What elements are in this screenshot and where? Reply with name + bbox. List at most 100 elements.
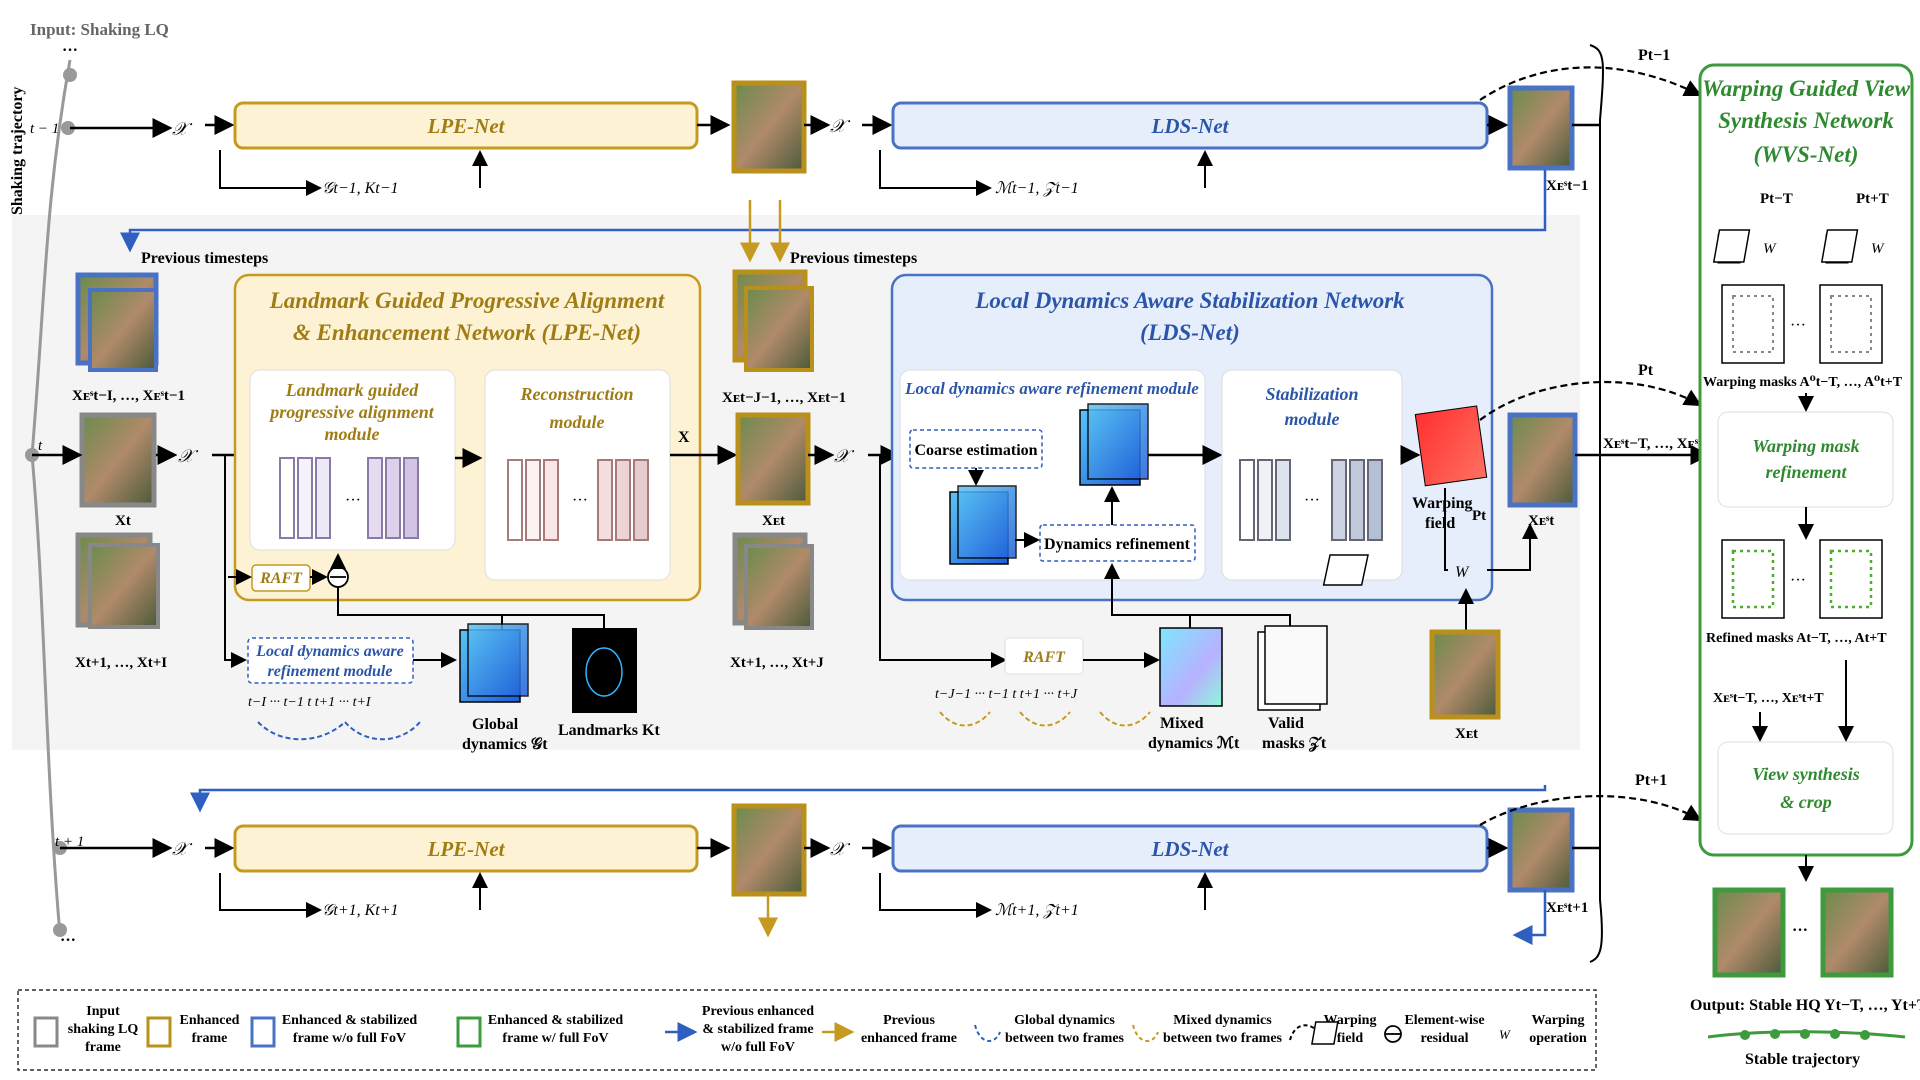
coarse-label: Coarse estimation xyxy=(914,442,1037,459)
valid-label1: Valid xyxy=(1268,715,1304,732)
future-input-frames xyxy=(88,543,160,629)
time-label-tp1: t + 1 xyxy=(55,834,84,850)
mask-ref-line2: refinement xyxy=(1766,462,1848,482)
synth-line2: & crop xyxy=(1780,792,1832,812)
warping-field-arrow xyxy=(1479,66,1702,101)
x-es-tm1-label: Xᴇˢt−1 xyxy=(1546,178,1588,194)
p-tp1-label: Pt+1 xyxy=(1635,772,1667,789)
global-label1: Global xyxy=(472,716,519,733)
legend-global-dyn-icon xyxy=(974,1024,1001,1042)
arrow xyxy=(1487,523,1538,571)
stabilization-feature-blocks: ··· xyxy=(1239,459,1383,541)
legend-label-prev-e: Previous enhanced frame xyxy=(860,1013,958,1046)
arrow xyxy=(879,150,992,196)
dyn-ref-label: Dynamics refinement xyxy=(1044,536,1191,553)
legend-label-residual: Element-wise residual xyxy=(1404,1013,1485,1046)
refined-mask xyxy=(1721,539,1785,619)
warping-masks-label: Warping masks A⁰t−T, …, A⁰t+T xyxy=(1703,375,1903,390)
x-e-t-label: Xᴇt xyxy=(762,513,785,529)
prev-timesteps-label2: Previous timesteps xyxy=(790,250,917,267)
legend-label-enhanced: Enhanced frame xyxy=(179,1013,240,1046)
warping-field-label2: field xyxy=(1425,515,1455,532)
input-label: Input: Shaking LQ xyxy=(30,20,169,39)
svg-text:···: ··· xyxy=(572,492,588,509)
legend-label-prev-es: Previous enhanced & stabilized frame w/o… xyxy=(701,1004,815,1055)
svg-text:···: ··· xyxy=(1792,922,1808,939)
output-label: Output: Stable HQ Yt−T, …, Yt+T xyxy=(1690,997,1920,1014)
enhanced-frame-t xyxy=(735,412,811,506)
warping-field-arrow xyxy=(1479,380,1702,421)
lds-net-label-bottom: LDS-Net xyxy=(1151,837,1230,861)
shaking-trajectory-label: Shaking trajectory xyxy=(9,87,26,215)
x-future2-label: Xt+1, …, Xt+J xyxy=(730,655,824,671)
ellipsis: ··· xyxy=(62,42,78,59)
legend-warp-op-icon xyxy=(1311,1021,1339,1045)
x-lds-symbol-b: 𝒳 xyxy=(830,839,851,859)
warp-w-label: W xyxy=(1455,564,1470,581)
legend-label-input: Input shaking LQ frame xyxy=(67,1004,139,1055)
wvs-title1: Warping Guided View xyxy=(1702,76,1911,101)
legend: Input shaking LQ frame Enhanced frame En… xyxy=(33,1004,1587,1055)
legend-swatch-es xyxy=(250,1016,276,1048)
input-frame-t xyxy=(79,412,157,508)
ellipsis: ··· xyxy=(60,932,76,949)
raft-label-lds: RAFT xyxy=(1022,649,1066,666)
ldr-line2: refinement module xyxy=(268,663,393,680)
arrow xyxy=(879,873,992,918)
feedback-arrow xyxy=(120,170,1547,253)
time-label-tm1: t − 1 xyxy=(30,121,59,137)
legend-label-warp-op: Warping operation xyxy=(1529,1013,1587,1046)
alignment-feature-blocks: ··· xyxy=(279,457,419,539)
global-label2: dynamics 𝒢t xyxy=(462,736,548,753)
arrow xyxy=(224,455,247,668)
stable-trajectory-label: Stable trajectory xyxy=(1745,1051,1860,1068)
arrow xyxy=(879,455,1007,668)
wvs-title2: Synthesis Network xyxy=(1718,108,1894,133)
align-line2: progressive alignment xyxy=(268,402,435,422)
traj-dot xyxy=(63,68,77,82)
x-e-t2-label: Xᴇt xyxy=(1455,726,1478,742)
legend-label-mixed-dyn: Mixed dynamics between two frames xyxy=(1163,1013,1282,1046)
align-line3: module xyxy=(324,424,379,444)
p-tm1-label: Pt−1 xyxy=(1638,47,1670,64)
lds-output-bottom: ℳt+1, 𝒵t+1 xyxy=(995,902,1079,919)
x-e-t-label-inner: X xyxy=(678,429,690,446)
legend-swatch-input xyxy=(33,1016,59,1048)
x-e-prev-label: Xᴇt−J−1, …, Xᴇt−1 xyxy=(722,390,846,406)
time-label-t: t xyxy=(38,438,43,454)
warping-mask xyxy=(1721,284,1785,364)
warp-operation-icon xyxy=(1322,554,1369,586)
svg-text:···: ··· xyxy=(1790,572,1806,589)
mixed-dynamics-block xyxy=(1159,627,1223,707)
reconstruction-feature-blocks: ··· xyxy=(507,459,649,541)
lpe-time-labels: t−I ··· t−1 t t+1 ··· t+I xyxy=(248,695,372,710)
x-es-tp1-label: Xᴇˢt+1 xyxy=(1546,900,1588,916)
enhanced-frame-for-warp xyxy=(1429,629,1501,720)
legend-mixed-dyn-icon xyxy=(1132,1024,1159,1042)
x-t-label: Xt xyxy=(115,513,131,529)
x-lpe-symbol: 𝒳 xyxy=(172,119,193,139)
legend-label-es-full: Enhanced & stabilized frame w/ full FoV xyxy=(487,1013,624,1046)
x-future-label: Xt+1, …, Xt+I xyxy=(75,655,167,671)
refined-masks-label: Refined masks At−T, …, At+T xyxy=(1706,631,1887,646)
lpe-net-label-top: LPE-Net xyxy=(427,114,506,138)
mixed-dynamics-arcs xyxy=(939,711,1151,727)
lpe-net-label-bottom: LPE-Net xyxy=(427,837,506,861)
ldr-line1: Local dynamics aware xyxy=(255,643,404,660)
output-frame xyxy=(1712,887,1786,978)
lds-title-line1: Local Dynamics Aware Stabilization Netwo… xyxy=(974,288,1405,313)
stab-line2: module xyxy=(1284,409,1339,429)
landmarks-label: Landmarks Kt xyxy=(558,722,660,739)
traj-dot xyxy=(61,121,75,135)
landmarks-image xyxy=(572,628,637,713)
warping-mask xyxy=(1819,284,1883,364)
warping-field-label1: Warping xyxy=(1412,495,1472,512)
warp-operation-icon xyxy=(1820,229,1859,263)
stabilized-frame-top xyxy=(1507,85,1575,171)
legend-swatch-enhanced xyxy=(146,1016,172,1048)
stabilized-frame-t xyxy=(1507,412,1578,508)
coarse-estimation-box xyxy=(909,429,1043,469)
mixed-label2: dynamics ℳt xyxy=(1148,735,1240,752)
legend-swatch-es-full xyxy=(456,1016,482,1048)
x-lds-symbol: 𝒳 xyxy=(830,116,851,136)
